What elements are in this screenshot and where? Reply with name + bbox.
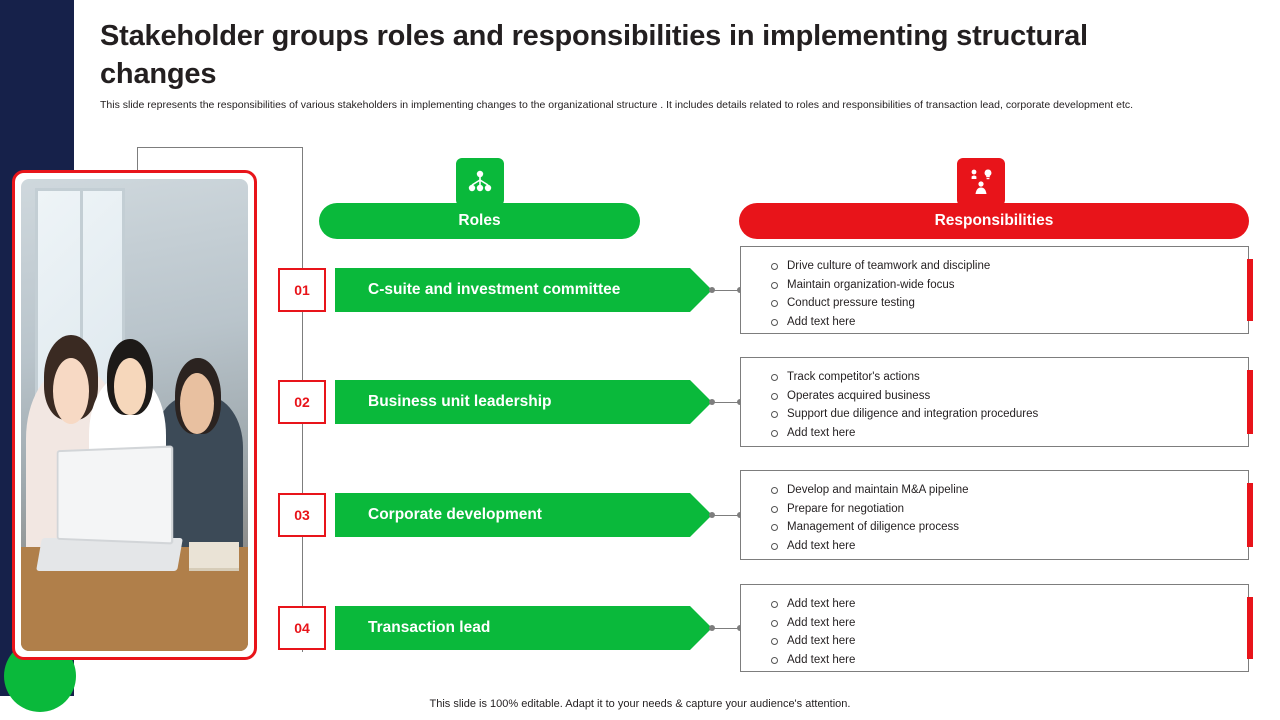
row-link-2 — [712, 402, 740, 403]
list-item: Add text here — [771, 632, 1234, 651]
responsibility-card-4: Add text here Add text here Add text her… — [740, 584, 1253, 672]
list-item: Support due diligence and integration pr… — [771, 405, 1234, 424]
list-item: Management of diligence process — [771, 518, 1234, 537]
page-subtitle: This slide represents the responsibiliti… — [100, 99, 1134, 111]
responsibility-list-4: Add text here Add text here Add text her… — [771, 595, 1234, 670]
list-item: Add text here — [771, 614, 1234, 633]
list-item: Prepare for negotiation — [771, 500, 1234, 519]
list-item: Develop and maintain M&A pipeline — [771, 481, 1234, 500]
row-link-4 — [712, 628, 740, 629]
responsibilities-header: Responsibilities — [739, 203, 1249, 239]
responsibilities-icon-tile — [957, 158, 1005, 206]
list-item: Drive culture of teamwork and discipline — [771, 257, 1234, 276]
row-number-2: 02 — [278, 380, 326, 424]
row-role-2: Business unit leadership — [335, 380, 712, 424]
list-item: Maintain organization-wide focus — [771, 276, 1234, 295]
network-nodes-icon — [468, 170, 492, 192]
list-item: Conduct pressure testing — [771, 294, 1234, 313]
slide-footer-note: This slide is 100% editable. Adapt it to… — [429, 698, 851, 710]
row-link-1 — [712, 290, 740, 291]
list-item: Add text here — [771, 595, 1234, 614]
roles-icon-tile — [456, 158, 504, 206]
responsibility-card-3: Develop and maintain M&A pipeline Prepar… — [740, 470, 1253, 560]
responsibility-list-1: Drive culture of teamwork and discipline… — [771, 257, 1234, 332]
list-item: Add text here — [771, 313, 1234, 332]
row-dot-2 — [709, 399, 715, 405]
responsibility-card-1: Drive culture of teamwork and discipline… — [740, 246, 1253, 334]
responsibility-list-3: Develop and maintain M&A pipeline Prepar… — [771, 481, 1234, 556]
row-dot-4 — [709, 625, 715, 631]
card-accent-bar — [1247, 597, 1253, 659]
row-role-4: Transaction lead — [335, 606, 712, 650]
row-dot-1 — [709, 287, 715, 293]
page-title: Stakeholder groups roles and responsibil… — [100, 20, 1088, 90]
list-item: Add text here — [771, 537, 1234, 556]
list-item: Add text here — [771, 424, 1234, 443]
row-number-1: 01 — [278, 268, 326, 312]
list-item: Add text here — [771, 651, 1234, 670]
responsibility-card-2: Track competitor's actions Operates acqu… — [740, 357, 1253, 447]
list-item: Track competitor's actions — [771, 368, 1234, 387]
person-bulb-icon — [971, 169, 992, 194]
roles-header: Roles — [319, 203, 640, 239]
row-role-1: C-suite and investment committee — [335, 268, 712, 312]
card-accent-bar — [1247, 259, 1253, 321]
spine-top-horizontal — [137, 147, 303, 148]
row-number-3: 03 — [278, 493, 326, 537]
card-accent-bar — [1247, 483, 1253, 547]
row-number-4: 04 — [278, 606, 326, 650]
team-photo-frame — [12, 170, 257, 660]
row-role-3: Corporate development — [335, 493, 712, 537]
team-meeting-photo — [21, 179, 248, 651]
list-item: Operates acquired business — [771, 387, 1234, 406]
responsibility-list-2: Track competitor's actions Operates acqu… — [771, 368, 1234, 443]
card-accent-bar — [1247, 370, 1253, 434]
row-link-3 — [712, 515, 740, 516]
row-dot-3 — [709, 512, 715, 518]
